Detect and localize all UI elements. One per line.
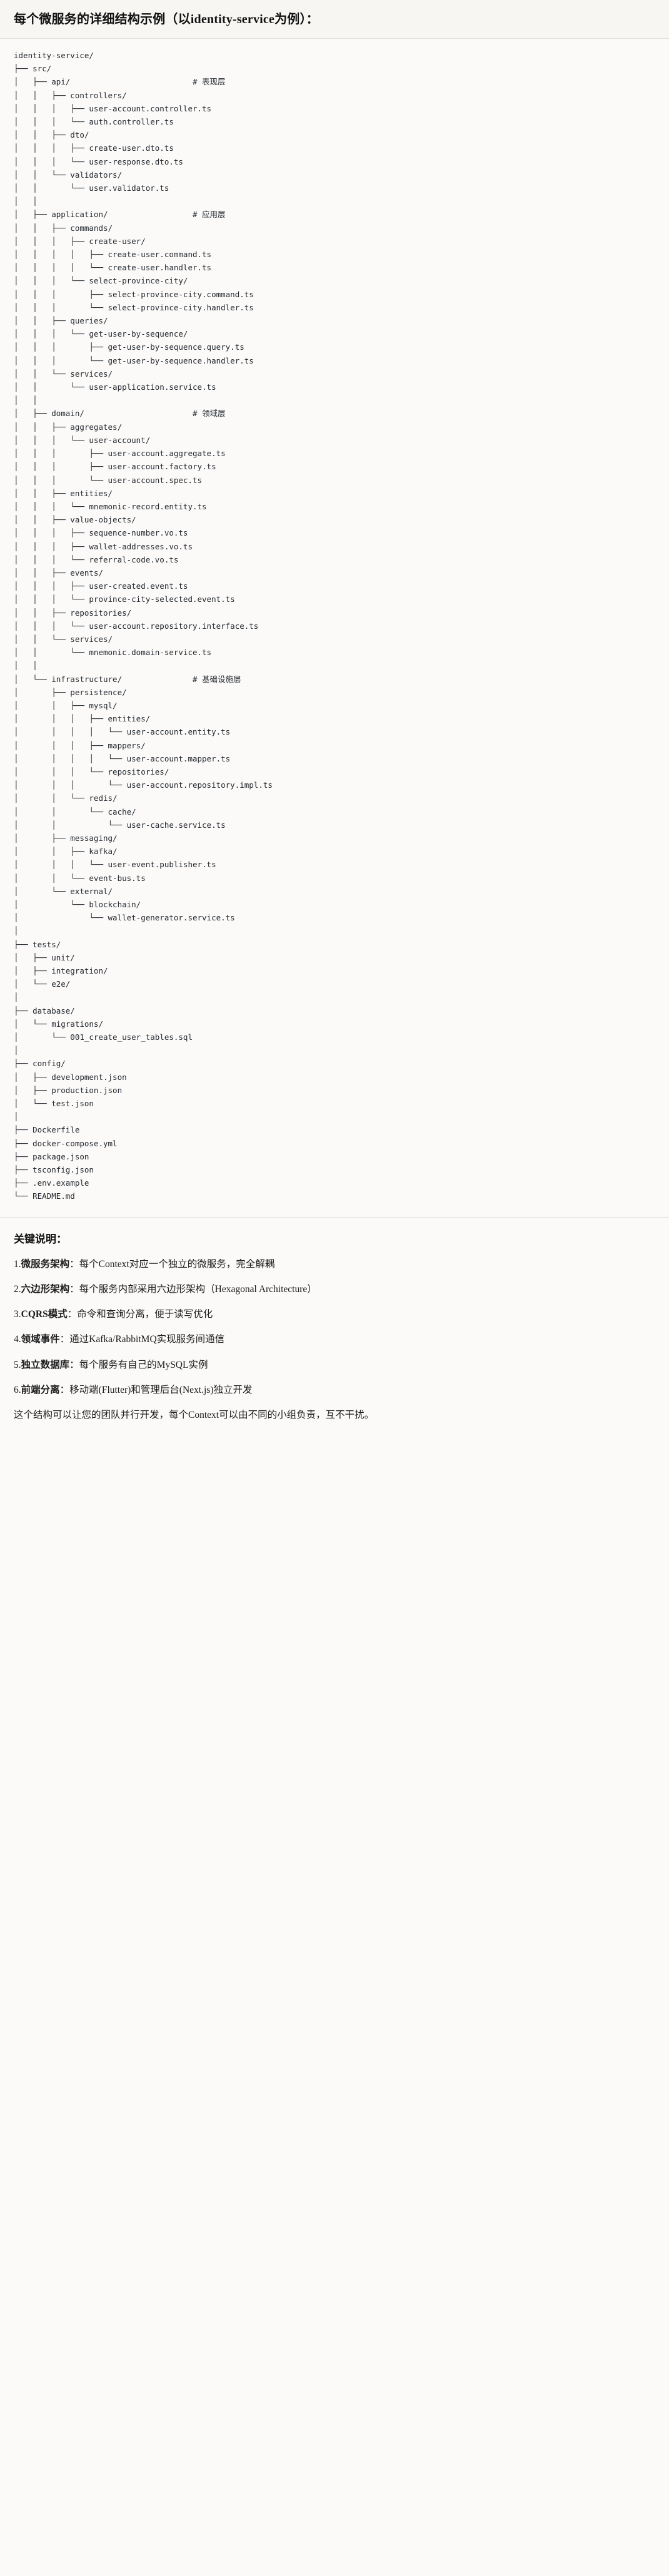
key-point-term: 领域事件 — [21, 1334, 60, 1345]
key-point-item: 1.微服务架构：每个Context对应一个独立的微服务，完全解耦 — [14, 1257, 655, 1271]
directory-tree-section: identity-service/ ├── src/ │ ├── api/ # … — [0, 39, 669, 1218]
key-point-number: 5. — [14, 1359, 21, 1370]
key-point-number: 4. — [14, 1334, 21, 1345]
key-point-description: 每个服务有自己的MySQL实例 — [79, 1359, 208, 1370]
key-point-description: 移动端(Flutter)和管理后台(Next.js)独立开发 — [69, 1384, 253, 1395]
key-point-separator: ： — [69, 1258, 79, 1270]
key-points-list: 1.微服务架构：每个Context对应一个独立的微服务，完全解耦 2.六边形架构… — [14, 1257, 655, 1398]
key-point-item: 3.CQRS模式：命令和查询分离，便于读写优化 — [14, 1307, 655, 1321]
document-page: 每个微服务的详细结构示例（以identity-service为例）： ident… — [0, 0, 669, 1439]
key-point-item: 2.六边形架构：每个服务内部采用六边形架构（Hexagonal Architec… — [14, 1282, 655, 1296]
key-point-item: 4.领域事件：通过Kafka/RabbitMQ实现服务间通信 — [14, 1332, 655, 1347]
key-point-number: 1. — [14, 1258, 21, 1270]
directory-tree: identity-service/ ├── src/ │ ├── api/ # … — [14, 51, 273, 1201]
key-point-separator: ： — [59, 1334, 70, 1345]
page-title: 每个微服务的详细结构示例（以identity-service为例）： — [14, 13, 319, 26]
title-section: 每个微服务的详细结构示例（以identity-service为例）： — [0, 0, 669, 39]
key-point-number: 2. — [14, 1283, 21, 1295]
key-point-term: CQRS模式 — [21, 1309, 68, 1320]
key-point-item: 5.独立数据库：每个服务有自己的MySQL实例 — [14, 1358, 655, 1372]
key-points-heading: 关键说明： — [14, 1233, 67, 1245]
key-point-separator: ： — [59, 1384, 70, 1395]
key-point-number: 6. — [14, 1384, 21, 1395]
key-point-term: 独立数据库 — [21, 1359, 70, 1370]
key-point-description: 每个Context对应一个独立的微服务，完全解耦 — [79, 1258, 275, 1270]
key-point-separator: ： — [69, 1359, 79, 1370]
key-point-separator: ： — [69, 1283, 79, 1295]
key-points-section: 关键说明： 1.微服务架构：每个Context对应一个独立的微服务，完全解耦 2… — [0, 1217, 669, 1439]
key-point-description: 每个服务内部采用六边形架构（Hexagonal Architecture） — [79, 1283, 317, 1295]
key-point-separator: ： — [67, 1309, 78, 1320]
key-point-term: 微服务架构 — [21, 1258, 70, 1270]
key-point-term: 前端分离 — [21, 1384, 60, 1395]
closing-note: 这个结构可以让您的团队并行开发，每个Context可以由不同的小组负责，互不干扰… — [14, 1410, 375, 1421]
key-point-item: 6.前端分离：移动端(Flutter)和管理后台(Next.js)独立开发 — [14, 1383, 655, 1397]
key-point-description: 命令和查询分离，便于读写优化 — [77, 1309, 213, 1320]
key-point-number: 3. — [14, 1309, 21, 1320]
key-point-term: 六边形架构 — [21, 1283, 70, 1295]
key-point-description: 通过Kafka/RabbitMQ实现服务间通信 — [69, 1334, 225, 1345]
